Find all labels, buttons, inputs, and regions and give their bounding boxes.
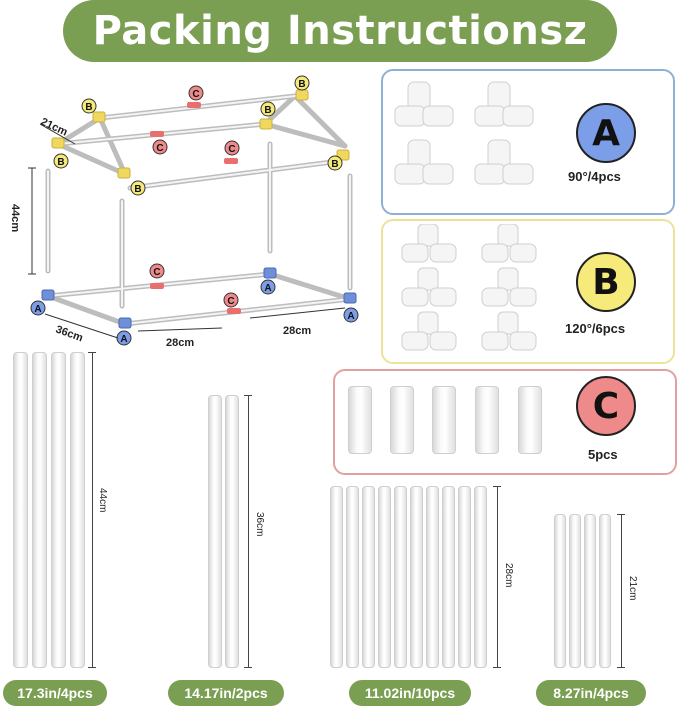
tube-36cm-length-label: 36cm: [254, 512, 265, 537]
tube-21cm: [599, 514, 611, 668]
dim-21-label: 21cm: [39, 116, 70, 139]
part-c-badge: C: [576, 376, 636, 436]
svg-text:A: A: [264, 283, 271, 294]
svg-text:B: B: [298, 79, 305, 90]
tube-28cm: [458, 486, 471, 668]
coupler-c: [348, 386, 372, 454]
title-banner: Packing Instructionsz: [63, 0, 617, 62]
svg-text:C: C: [228, 144, 235, 155]
coupler-c: [390, 386, 414, 454]
tube-28cm: [410, 486, 423, 668]
svg-text:C: C: [227, 296, 234, 307]
tube-44cm: [51, 352, 66, 668]
tube-21cm: [569, 514, 581, 668]
tube-44cm-length-label: 44cm: [97, 488, 108, 513]
svg-text:C: C: [156, 143, 163, 154]
part-a-caption: 90°/4pcs: [568, 169, 621, 184]
tube-36cm: [225, 395, 239, 668]
svg-text:B: B: [134, 184, 141, 195]
svg-text:C: C: [153, 267, 160, 278]
tube-28cm-spec: 11.02in/10pcs: [349, 680, 471, 706]
tube-28cm: [442, 486, 455, 668]
tube-44cm: [70, 352, 85, 668]
page-title: Packing Instructionsz: [92, 8, 588, 54]
dim-28a-label: 28cm: [166, 337, 194, 349]
part-b-connectors: [401, 224, 537, 351]
part-b-badge: B: [576, 252, 636, 312]
tube-44cm: [32, 352, 47, 668]
part-b-caption: 120°/6pcs: [565, 321, 626, 336]
tube-21cm: [584, 514, 596, 668]
svg-text:B: B: [331, 159, 338, 170]
dim-36-label: 36cm: [54, 324, 85, 345]
coupler-c: [518, 386, 542, 454]
part-c-panel: [333, 369, 677, 475]
part-a-panel: [381, 69, 675, 215]
tube-44cm-spec: 17.3in/4pcs: [3, 680, 107, 706]
tube-28cm: [394, 486, 407, 668]
svg-text:B: B: [264, 105, 271, 116]
tube-28cm: [346, 486, 359, 668]
tube-28cm: [474, 486, 487, 668]
tube-28cm: [362, 486, 375, 668]
tube-28cm: [330, 486, 343, 668]
tube-36cm: [208, 395, 222, 668]
connector-c-markers: [150, 102, 241, 314]
svg-text:B: B: [85, 102, 92, 113]
dim-44-label: 44cm: [9, 204, 21, 232]
tube-28cm-length-label: 28cm: [503, 563, 514, 588]
coupler-c: [475, 386, 499, 454]
part-a-badge: A: [576, 103, 636, 163]
tube-36cm-spec: 14.17in/2pcs: [168, 680, 284, 706]
svg-text:A: A: [347, 311, 354, 322]
svg-text:B: B: [57, 157, 64, 168]
part-c-caption: 5pcs: [588, 447, 618, 462]
tube-44cm: [13, 352, 28, 668]
svg-text:A: A: [34, 304, 41, 315]
dim-28b-label: 28cm: [283, 325, 311, 337]
connector-a-markers: [41, 267, 357, 329]
tube-28cm: [426, 486, 439, 668]
tube-21cm: [554, 514, 566, 668]
tube-28cm: [378, 486, 391, 668]
part-a-connectors: [394, 81, 534, 185]
svg-text:A: A: [120, 334, 127, 345]
connector-b-markers: [51, 89, 350, 179]
svg-text:C: C: [192, 89, 199, 100]
tube-21cm-spec: 8.27in/4pcs: [536, 680, 646, 706]
tube-21cm-length-label: 21cm: [627, 576, 638, 601]
coupler-c: [432, 386, 456, 454]
part-b-panel: [381, 219, 675, 364]
